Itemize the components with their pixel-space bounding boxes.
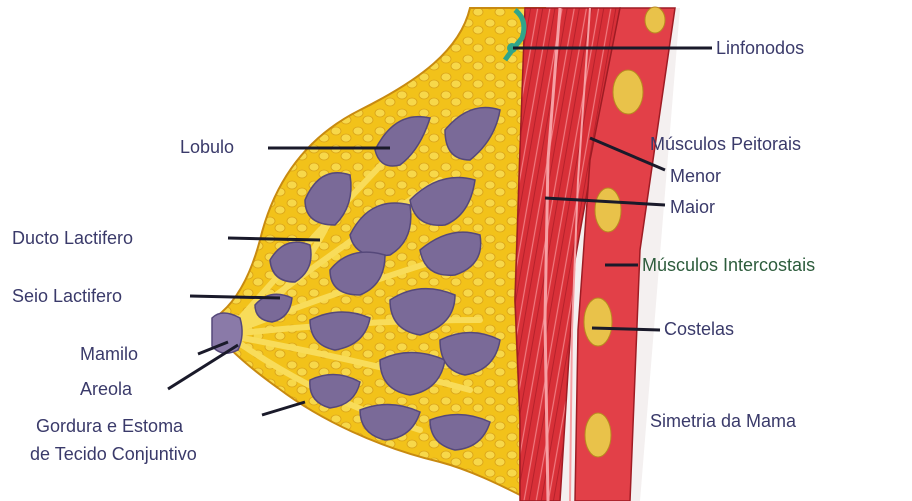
label-costelas: Costelas — [664, 318, 734, 340]
label-areola: Areola — [80, 378, 132, 400]
label-lobulo: Lobulo — [180, 136, 234, 158]
rib — [585, 413, 611, 457]
label-mamilo: Mamilo — [80, 343, 138, 365]
label-seio-lactifero: Seio Lactifero — [12, 285, 122, 307]
label-gordura-line2: de Tecido Conjuntivo — [30, 443, 197, 465]
rib — [584, 298, 612, 346]
rib — [645, 7, 665, 33]
label-musculos-peitorais: Músculos Peitorais — [650, 133, 801, 155]
rib — [613, 70, 643, 114]
label-gordura-line1: Gordura e Estoma — [36, 415, 183, 437]
label-maior: Maior — [670, 196, 715, 218]
label-linfonodos: Linfonodos — [716, 37, 804, 59]
label-ducto-lactifero: Ducto Lactifero — [12, 227, 133, 249]
label-menor: Menor — [670, 165, 721, 187]
label-simetria: Simetria da Mama — [650, 410, 796, 432]
label-musculos-intercostais: Músculos Intercostais — [642, 254, 815, 276]
rib — [595, 188, 621, 232]
